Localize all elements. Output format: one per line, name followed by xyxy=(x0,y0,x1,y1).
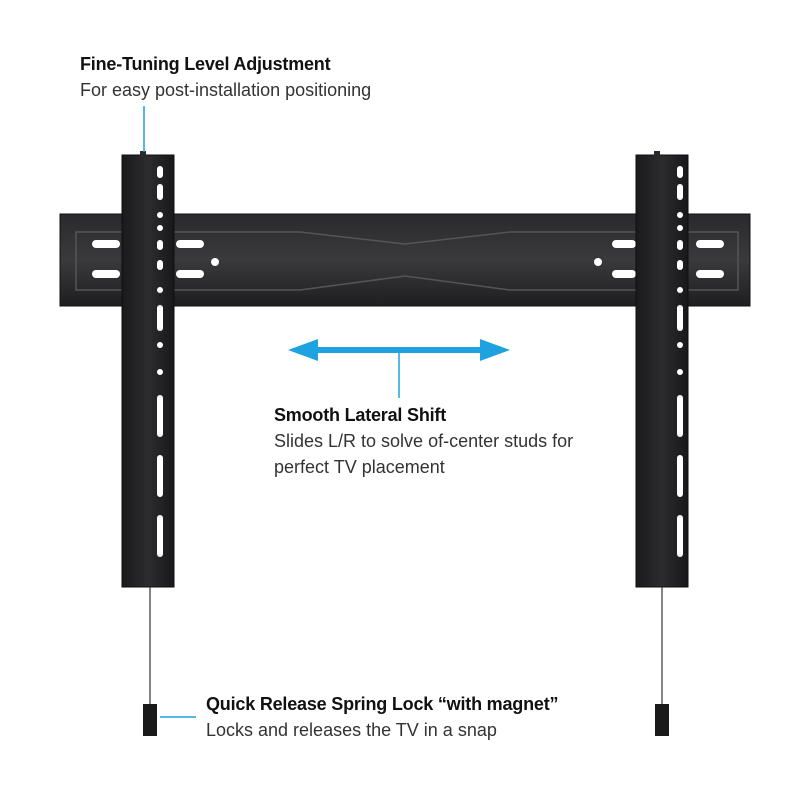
callout-lateral-shift: Smooth Lateral Shift Slides L/R to solve… xyxy=(274,405,604,480)
callout-description: Slides L/R to solve of-center studs for … xyxy=(274,428,604,480)
callout-level-adjustment: Fine-Tuning Level Adjustment For easy po… xyxy=(80,54,371,103)
callout-title: Smooth Lateral Shift xyxy=(274,405,447,425)
lateral-shift-arrow-icon xyxy=(288,339,510,361)
left-bracket-arm xyxy=(121,151,175,588)
callout-description: For easy post-installation positioning xyxy=(80,80,372,100)
wall-plate xyxy=(59,213,751,307)
plate-slots xyxy=(92,240,724,278)
right-bracket-arm xyxy=(635,151,689,588)
callout-description-line: Slides L/R to solve of-center studs for xyxy=(274,431,574,451)
right-pull-cord xyxy=(655,587,669,736)
callout-spring-lock: Quick Release Spring Lock “with magnet” … xyxy=(206,694,558,743)
callout-title: Quick Release Spring Lock “with magnet” xyxy=(206,694,559,714)
callout-description-line: perfect TV placement xyxy=(274,457,445,477)
callout-description: Locks and releases the TV in a snap xyxy=(206,720,497,740)
left-pull-cord xyxy=(143,587,157,736)
callout-title: Fine-Tuning Level Adjustment xyxy=(80,54,331,74)
